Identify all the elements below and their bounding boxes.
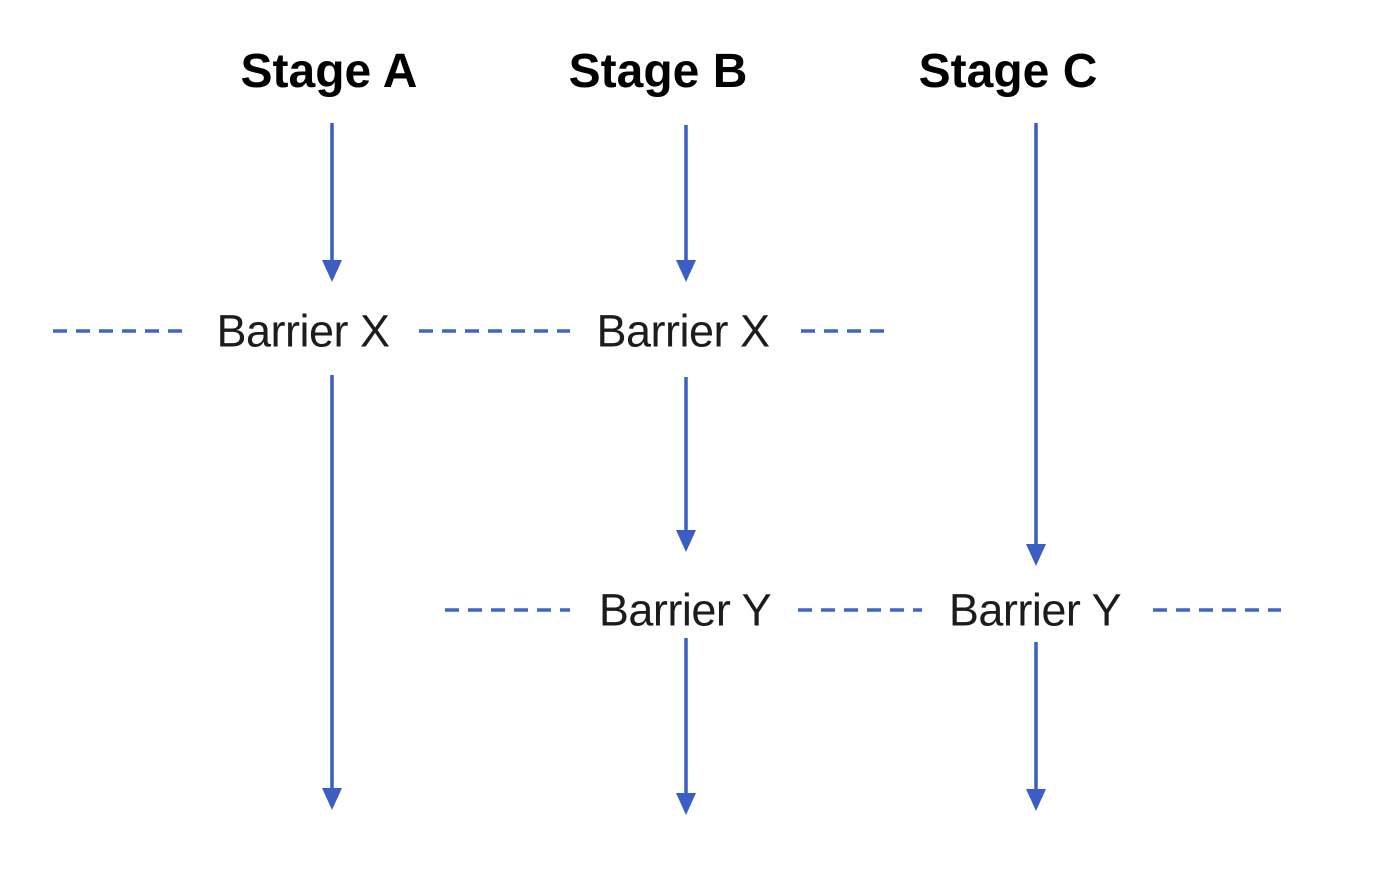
stage-b-label: Stage B [568, 45, 748, 98]
stage-c-arrow-bottom [1026, 642, 1046, 811]
stage-a-label: Stage A [240, 45, 418, 98]
stage-b-arrow-bottom [676, 638, 696, 815]
arrow-head-icon [676, 530, 696, 552]
barrier-x-label-1: Barrier X [216, 305, 390, 357]
barrier-y-label-1: Barrier Y [598, 584, 772, 636]
stage-c-arrow-top [1026, 123, 1046, 566]
arrow-head-icon [322, 260, 342, 282]
stage-c-label: Stage C [918, 45, 1098, 98]
stage-b-arrow-top [676, 125, 696, 282]
arrow-head-icon [322, 788, 342, 810]
barrier-x-label-2: Barrier X [596, 305, 770, 357]
arrow-head-icon [1026, 789, 1046, 811]
stage-a-arrow-bottom [322, 375, 342, 810]
arrow-head-icon [676, 260, 696, 282]
arrow-head-icon [676, 793, 696, 815]
stage-b-arrow-middle [676, 377, 696, 552]
barrier-y-label-2: Barrier Y [948, 584, 1122, 636]
stage-a-arrow-top [322, 123, 342, 282]
arrow-head-icon [1026, 544, 1046, 566]
